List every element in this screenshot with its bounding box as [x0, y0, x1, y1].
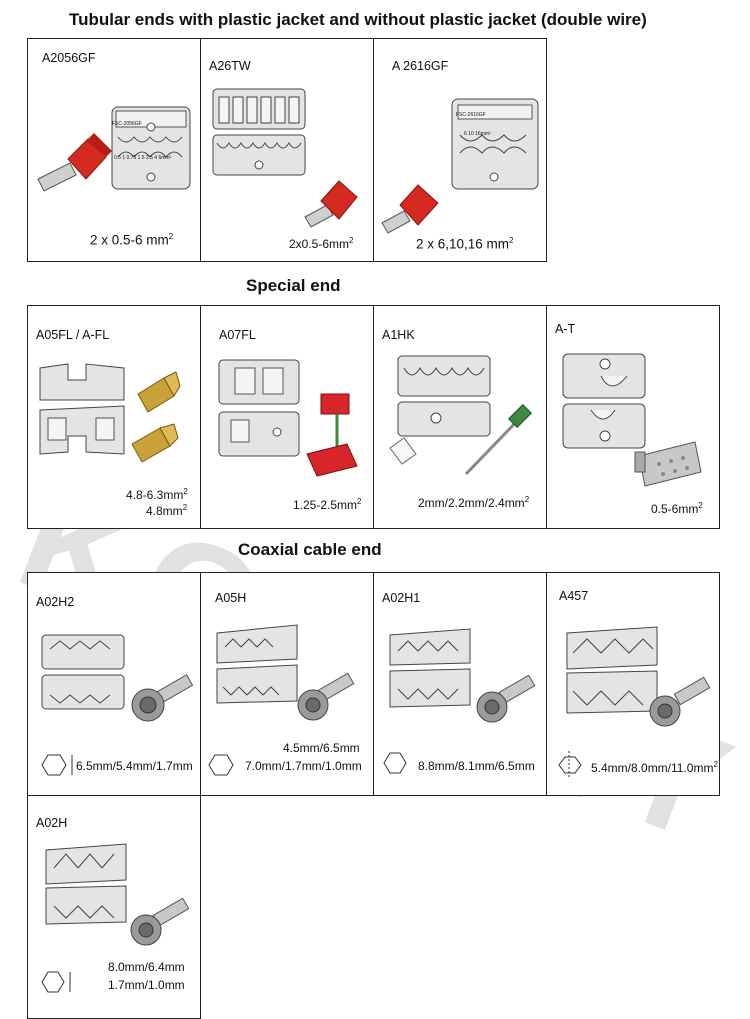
product-code: A07FL	[219, 328, 256, 342]
crimp-die-icon	[41, 843, 190, 993]
product-size-2: 7.0mm/1.7mm/1.0mm	[245, 759, 362, 773]
product-cell-a1hk[interactable]: A1HK 2mm/2.2mm/2.4mm2	[373, 305, 547, 529]
section-title-tubular: Tubular ends with plastic jacket and wit…	[69, 10, 647, 29]
product-code: A-T	[555, 322, 576, 336]
bnc-connector-icon	[131, 674, 194, 722]
crimp-die-icon	[381, 98, 539, 234]
die-label: FSC-2056GF	[112, 121, 142, 127]
product-size-1: 8.0mm/6.4mm	[108, 960, 185, 974]
spade-terminal-icon	[306, 393, 358, 477]
hexagon-icon	[383, 752, 407, 774]
product-cell-a2616gf[interactable]: FSC-2616GF 6 10 16mm² A 2616GF 2 x 6,10,…	[373, 38, 547, 262]
product-size: 2 x 0.5-6 mm2	[90, 232, 174, 248]
spade-terminal-icon	[634, 441, 702, 487]
product-size-2: 4.8mm2	[146, 503, 188, 518]
product-code: A 2616GF	[392, 59, 449, 73]
product-code: A1HK	[382, 328, 415, 342]
die-ticks: 6 10 16mm²	[464, 131, 491, 137]
crimp-die-icon	[37, 106, 191, 192]
hexagon-icon	[208, 754, 234, 776]
crimp-die-icon	[208, 624, 355, 776]
bnc-connector-icon	[297, 672, 355, 721]
crimp-die-icon	[212, 88, 358, 228]
crimp-die-icon	[41, 634, 194, 776]
spade-terminal-icon	[131, 371, 181, 463]
red-ferrule-icon	[37, 133, 112, 192]
crimp-die-icon	[218, 359, 358, 477]
red-ferrule-icon	[381, 184, 439, 234]
product-cell-a05fl[interactable]: A05FL / A-FL 4.8-6.3mm2 4.8mm2	[27, 305, 201, 529]
product-cell-a02h2[interactable]: A02H2 6.5mm/5.4mm/1.7mm	[27, 572, 201, 796]
product-size: 6.5mm/5.4mm/1.7mm	[76, 759, 193, 773]
product-size-2: 1.7mm/1.0mm	[108, 978, 185, 992]
hexagon-icon	[558, 756, 582, 774]
product-code: A05H	[215, 591, 247, 605]
product-size-1: 4.8-6.3mm2	[126, 487, 188, 502]
crimp-die-icon	[39, 363, 181, 463]
section-title-coaxial: Coaxial cable end	[238, 540, 382, 559]
product-size: 0.5-6mm2	[651, 501, 703, 516]
product-code: A457	[559, 589, 589, 603]
bnc-connector-icon	[130, 897, 190, 946]
product-cell-a457[interactable]: A457 5.4mm/8.0mm/11.0mm2	[546, 572, 720, 796]
red-ferrule-icon	[304, 180, 358, 228]
product-code: A02H1	[382, 591, 421, 605]
crimp-die-icon	[383, 628, 536, 774]
product-code: A02H	[36, 816, 68, 830]
product-cell-a05h[interactable]: A05H 4.5mm/6.5mm 7.0mm/1.7mm/1.0mm	[200, 572, 374, 796]
product-size: 5.4mm/8.0mm/11.0mm2	[591, 760, 718, 775]
crimp-die-icon	[562, 353, 702, 487]
die-label: FSC-2616GF	[456, 112, 486, 118]
hexagon-icon	[41, 971, 65, 993]
hexagon-icon	[41, 754, 67, 776]
product-cell-a26tw[interactable]: A26TW 2x0.5-6mm2	[200, 38, 374, 262]
product-size: 1.25-2.5mm2	[293, 497, 362, 512]
product-code: A2056GF	[42, 51, 96, 65]
crimp-die-icon	[558, 626, 711, 779]
product-cell-a02h1[interactable]: A02H1 8.8mm/8.1mm/6.5mm	[373, 572, 547, 796]
crimp-die-icon	[389, 355, 533, 476]
product-cell-a2056gf[interactable]: FSC-2056GF 0.5 1 0.75 1.5 2.5 4 6mm² A20…	[27, 38, 201, 262]
product-size: 2x0.5-6mm2	[289, 236, 354, 251]
product-cell-a07fl[interactable]: A07FL 1.25-2.5mm2	[200, 305, 374, 529]
product-code: A05FL / A-FL	[36, 328, 110, 342]
product-size: 8.8mm/8.1mm/6.5mm	[418, 759, 535, 773]
product-cell-a-t[interactable]: A-T 0.5-6mm2	[546, 305, 720, 529]
product-cell-a02h[interactable]: A02H 8.0mm/6.4mm 1.7mm/1.0mm	[27, 795, 201, 1019]
die-ticks: 0.5 1 0.75 1.5 2.5 4 6mm²	[114, 155, 172, 161]
bnc-connector-icon	[649, 676, 711, 727]
product-size: 2 x 6,10,16 mm2	[416, 236, 514, 252]
product-size: 2mm/2.2mm/2.4mm2	[418, 495, 530, 510]
product-code: A26TW	[209, 59, 251, 73]
product-size-1: 4.5mm/6.5mm	[283, 741, 360, 755]
bnc-connector-icon	[476, 674, 536, 723]
section-title-special: Special end	[246, 276, 341, 295]
pin-terminal-icon	[464, 403, 533, 476]
product-code: A02H2	[36, 595, 75, 609]
